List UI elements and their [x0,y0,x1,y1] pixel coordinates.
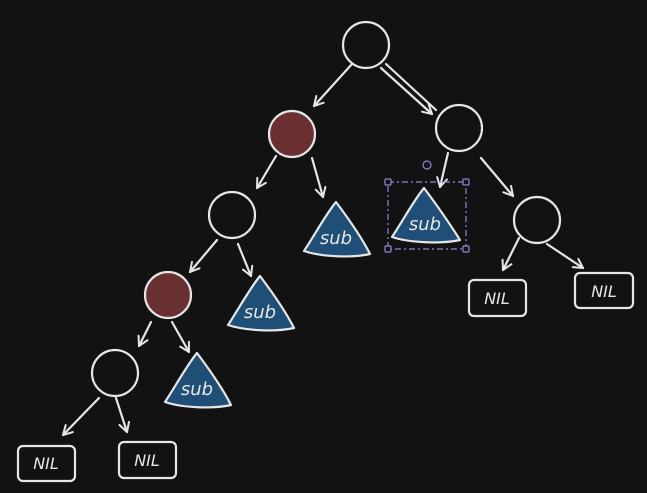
node-red-2[interactable] [143,270,193,320]
edge-left-to-sub2[interactable] [236,242,254,278]
rotate-handle[interactable] [422,160,432,170]
subtree-1-label: sub [320,228,352,249]
subtree-3[interactable]: sub [163,351,233,409]
edge-right-to-sub-selected[interactable] [436,151,450,189]
nodes [90,20,562,398]
edge-root-to-right[interactable] [379,66,434,116]
subtree-1[interactable]: sub [302,200,372,258]
edge-red2-to-sub3[interactable] [170,320,191,354]
resize-handle-bottom-right[interactable] [462,245,470,253]
node-root[interactable] [341,20,391,70]
subtree-selected[interactable]: sub [390,186,462,244]
node-right[interactable] [434,103,484,153]
edge-red1-to-sub1[interactable] [310,156,327,199]
nil-box-4[interactable]: NIL [573,271,635,310]
resize-handle-top-right[interactable] [462,178,470,186]
edge-leaf-to-nil1[interactable] [61,396,101,437]
edge-root-to-right-double [384,62,438,112]
edge-rightchild-to-nil4[interactable] [545,242,585,270]
node-leaf[interactable] [90,348,140,398]
resize-handle-top-left[interactable] [384,178,392,186]
resize-handle-bottom-left[interactable] [384,245,392,253]
selection-outline [387,181,467,250]
edge-red1-to-left[interactable] [255,154,278,190]
nil-box-2-label: NIL [134,451,160,470]
node-red-1[interactable] [267,109,317,159]
edge-left-to-red2[interactable] [188,238,219,274]
edge-leaf-to-nil2[interactable] [114,396,130,434]
edge-root-to-red1[interactable] [312,62,354,108]
node-left[interactable] [207,190,257,240]
subtrees: sub sub sub sub [163,186,462,409]
subtree-2-label: sub [244,302,276,323]
edge-rightchild-to-nil3[interactable] [501,236,521,272]
subtree-2[interactable]: sub [226,274,296,332]
nil-box-3-label: NIL [484,289,510,308]
nil-box-1[interactable]: NIL [16,444,77,483]
edges [61,62,585,437]
nil-box-2[interactable]: NIL [117,440,178,480]
subtree-3-label: sub [181,379,213,400]
nil-box-1-label: NIL [33,454,59,473]
subtree-selected-label: sub [409,214,441,235]
node-right-child[interactable] [512,195,562,245]
selection-box[interactable] [384,160,470,253]
nil-box-4-label: NIL [591,282,617,301]
edge-right-to-rightchild[interactable] [479,156,515,198]
nil-box-3[interactable]: NIL [467,278,528,318]
nil-leaves: NIL NIL NIL NIL [16,271,635,483]
edge-red2-to-leaf[interactable] [137,320,153,348]
